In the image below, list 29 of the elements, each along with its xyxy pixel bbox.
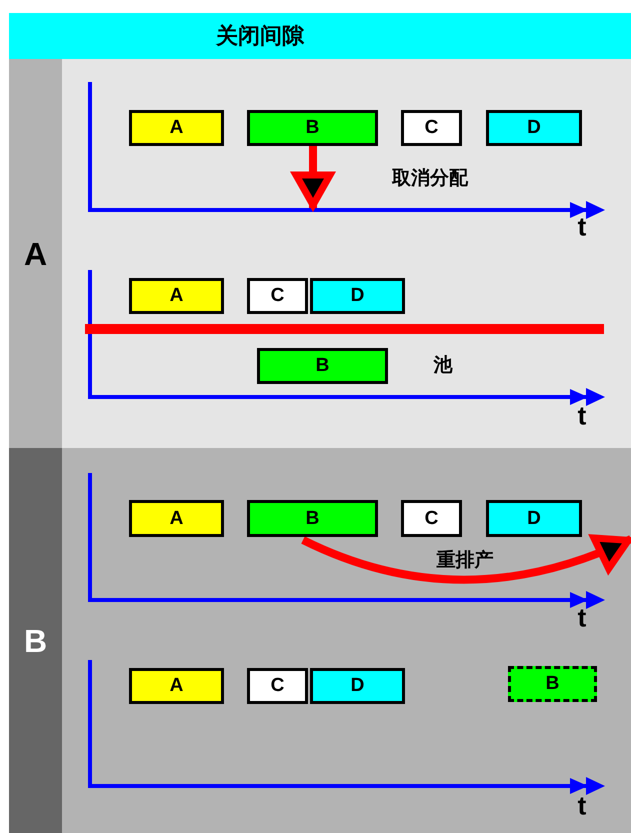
arrow [301, 533, 631, 584]
section-label: A [22, 236, 48, 272]
task-bar: D [486, 110, 582, 146]
task-bar: C [247, 668, 308, 704]
task-bar: C [247, 278, 308, 314]
task-bar: D [310, 278, 405, 314]
task-bar: A [129, 668, 224, 704]
axis-label: t [578, 602, 586, 634]
task-bar: B [247, 500, 378, 537]
section-label: B [22, 622, 48, 658]
section-panel [9, 448, 631, 833]
task-bar: C [401, 110, 462, 146]
note: 池 [434, 354, 452, 378]
title-bar: 关闭间隙 [9, 13, 631, 59]
task-bar: B [257, 348, 388, 384]
axis-label: t [578, 790, 586, 822]
axis-label: t [578, 212, 586, 242]
task-bar: A [129, 110, 224, 146]
axis-label: t [578, 400, 586, 432]
section-panel [9, 59, 631, 448]
note: 重排产 [436, 548, 494, 573]
task-bar: D [310, 668, 405, 704]
task-bar: A [129, 500, 224, 537]
task-bar: D [486, 500, 582, 537]
note: 取消分配 [392, 167, 468, 191]
task-bar: C [401, 500, 462, 537]
task-bar: A [129, 278, 224, 314]
moved-task-bar: B [508, 666, 597, 702]
task-bar: B [247, 110, 378, 146]
